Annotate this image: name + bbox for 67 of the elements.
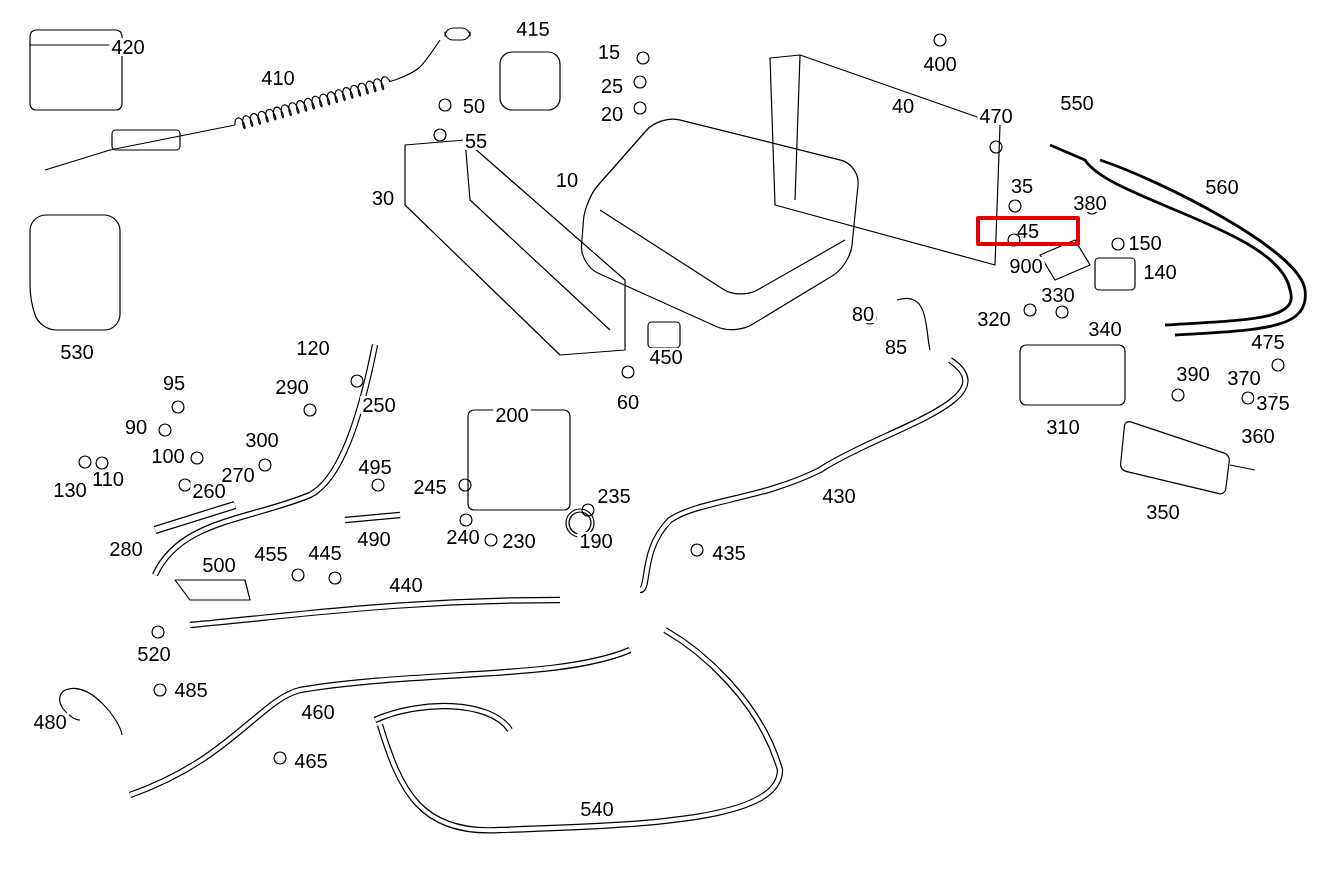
callout-number: 20 (598, 104, 626, 124)
callout-number: 430 (820, 486, 858, 506)
callout-number: 95 (160, 373, 188, 393)
callout-number: 280 (107, 539, 145, 559)
callout-number: 290 (273, 377, 311, 397)
callout-number: 445 (306, 544, 344, 562)
callout-number: 400 (921, 54, 959, 74)
callout-number: 440 (387, 575, 425, 595)
callout-number: 360 (1239, 426, 1277, 446)
callout-number: 25 (598, 76, 626, 96)
callout-number: 200 (493, 405, 531, 425)
callout-number: 320 (975, 309, 1013, 329)
callout-number: 530 (58, 342, 96, 362)
highlight-box: 45 (976, 216, 1080, 246)
callout-number: 520 (135, 644, 173, 664)
callout-number: 490 (355, 529, 393, 549)
callout-number: 230 (500, 531, 538, 551)
callout-number: 80 (849, 304, 877, 324)
callout-number: 470 (977, 106, 1015, 126)
callout-number: 30 (369, 188, 397, 208)
callout-number: 350 (1144, 502, 1182, 522)
callout-number: 130 (51, 480, 89, 500)
callout-number: 435 (710, 543, 748, 563)
callout-number: 50 (460, 96, 488, 116)
callout-number: 475 (1249, 333, 1287, 351)
callout-number: 140 (1141, 262, 1179, 282)
callout-number: 560 (1203, 177, 1241, 197)
callout-number: 40 (889, 96, 917, 116)
callout-number: 900 (1007, 256, 1045, 276)
callout-number: 300 (243, 430, 281, 450)
callout-number: 500 (200, 555, 238, 575)
callout-number: 455 (252, 545, 290, 563)
callout-number: 540 (578, 799, 616, 819)
callout-number: 380 (1071, 193, 1109, 213)
callout-number: 250 (360, 395, 398, 415)
callout-number: 190 (577, 531, 615, 551)
callout-number: 410 (259, 68, 297, 88)
callout-number: 10 (553, 170, 581, 190)
callout-number: 55 (462, 132, 490, 150)
callout-number: 460 (299, 702, 337, 722)
callout-number: 310 (1044, 417, 1082, 437)
callout-number: 330 (1039, 285, 1077, 305)
callout-number: 550 (1058, 93, 1096, 113)
callout-number: 465 (292, 751, 330, 771)
callout-number: 260 (190, 481, 228, 501)
callout-number: 150 (1126, 233, 1164, 253)
callout-number: 120 (294, 338, 332, 358)
callout-number: 245 (411, 477, 449, 497)
callout-number: 60 (614, 392, 642, 412)
callout-number: 420 (109, 37, 147, 57)
callout-number: 110 (90, 469, 126, 489)
callout-number: 235 (595, 486, 633, 506)
callout-number: 85 (882, 337, 910, 357)
callout-number: 35 (1008, 176, 1036, 196)
callout-number: 415 (514, 20, 552, 38)
callout-number: 375 (1254, 393, 1292, 413)
callout-number: 100 (149, 446, 187, 466)
callout-number: 495 (356, 457, 394, 477)
callout-number: 15 (595, 43, 623, 61)
callout-number: 240 (444, 527, 482, 547)
callout-number: 390 (1174, 364, 1212, 384)
callout-number: 480 (31, 712, 69, 732)
callout-number: 485 (172, 680, 210, 700)
callout-number: 90 (122, 417, 150, 437)
callout-number: 340 (1086, 319, 1124, 339)
callout-number: 450 (647, 347, 685, 367)
callout-number: 370 (1225, 368, 1263, 388)
